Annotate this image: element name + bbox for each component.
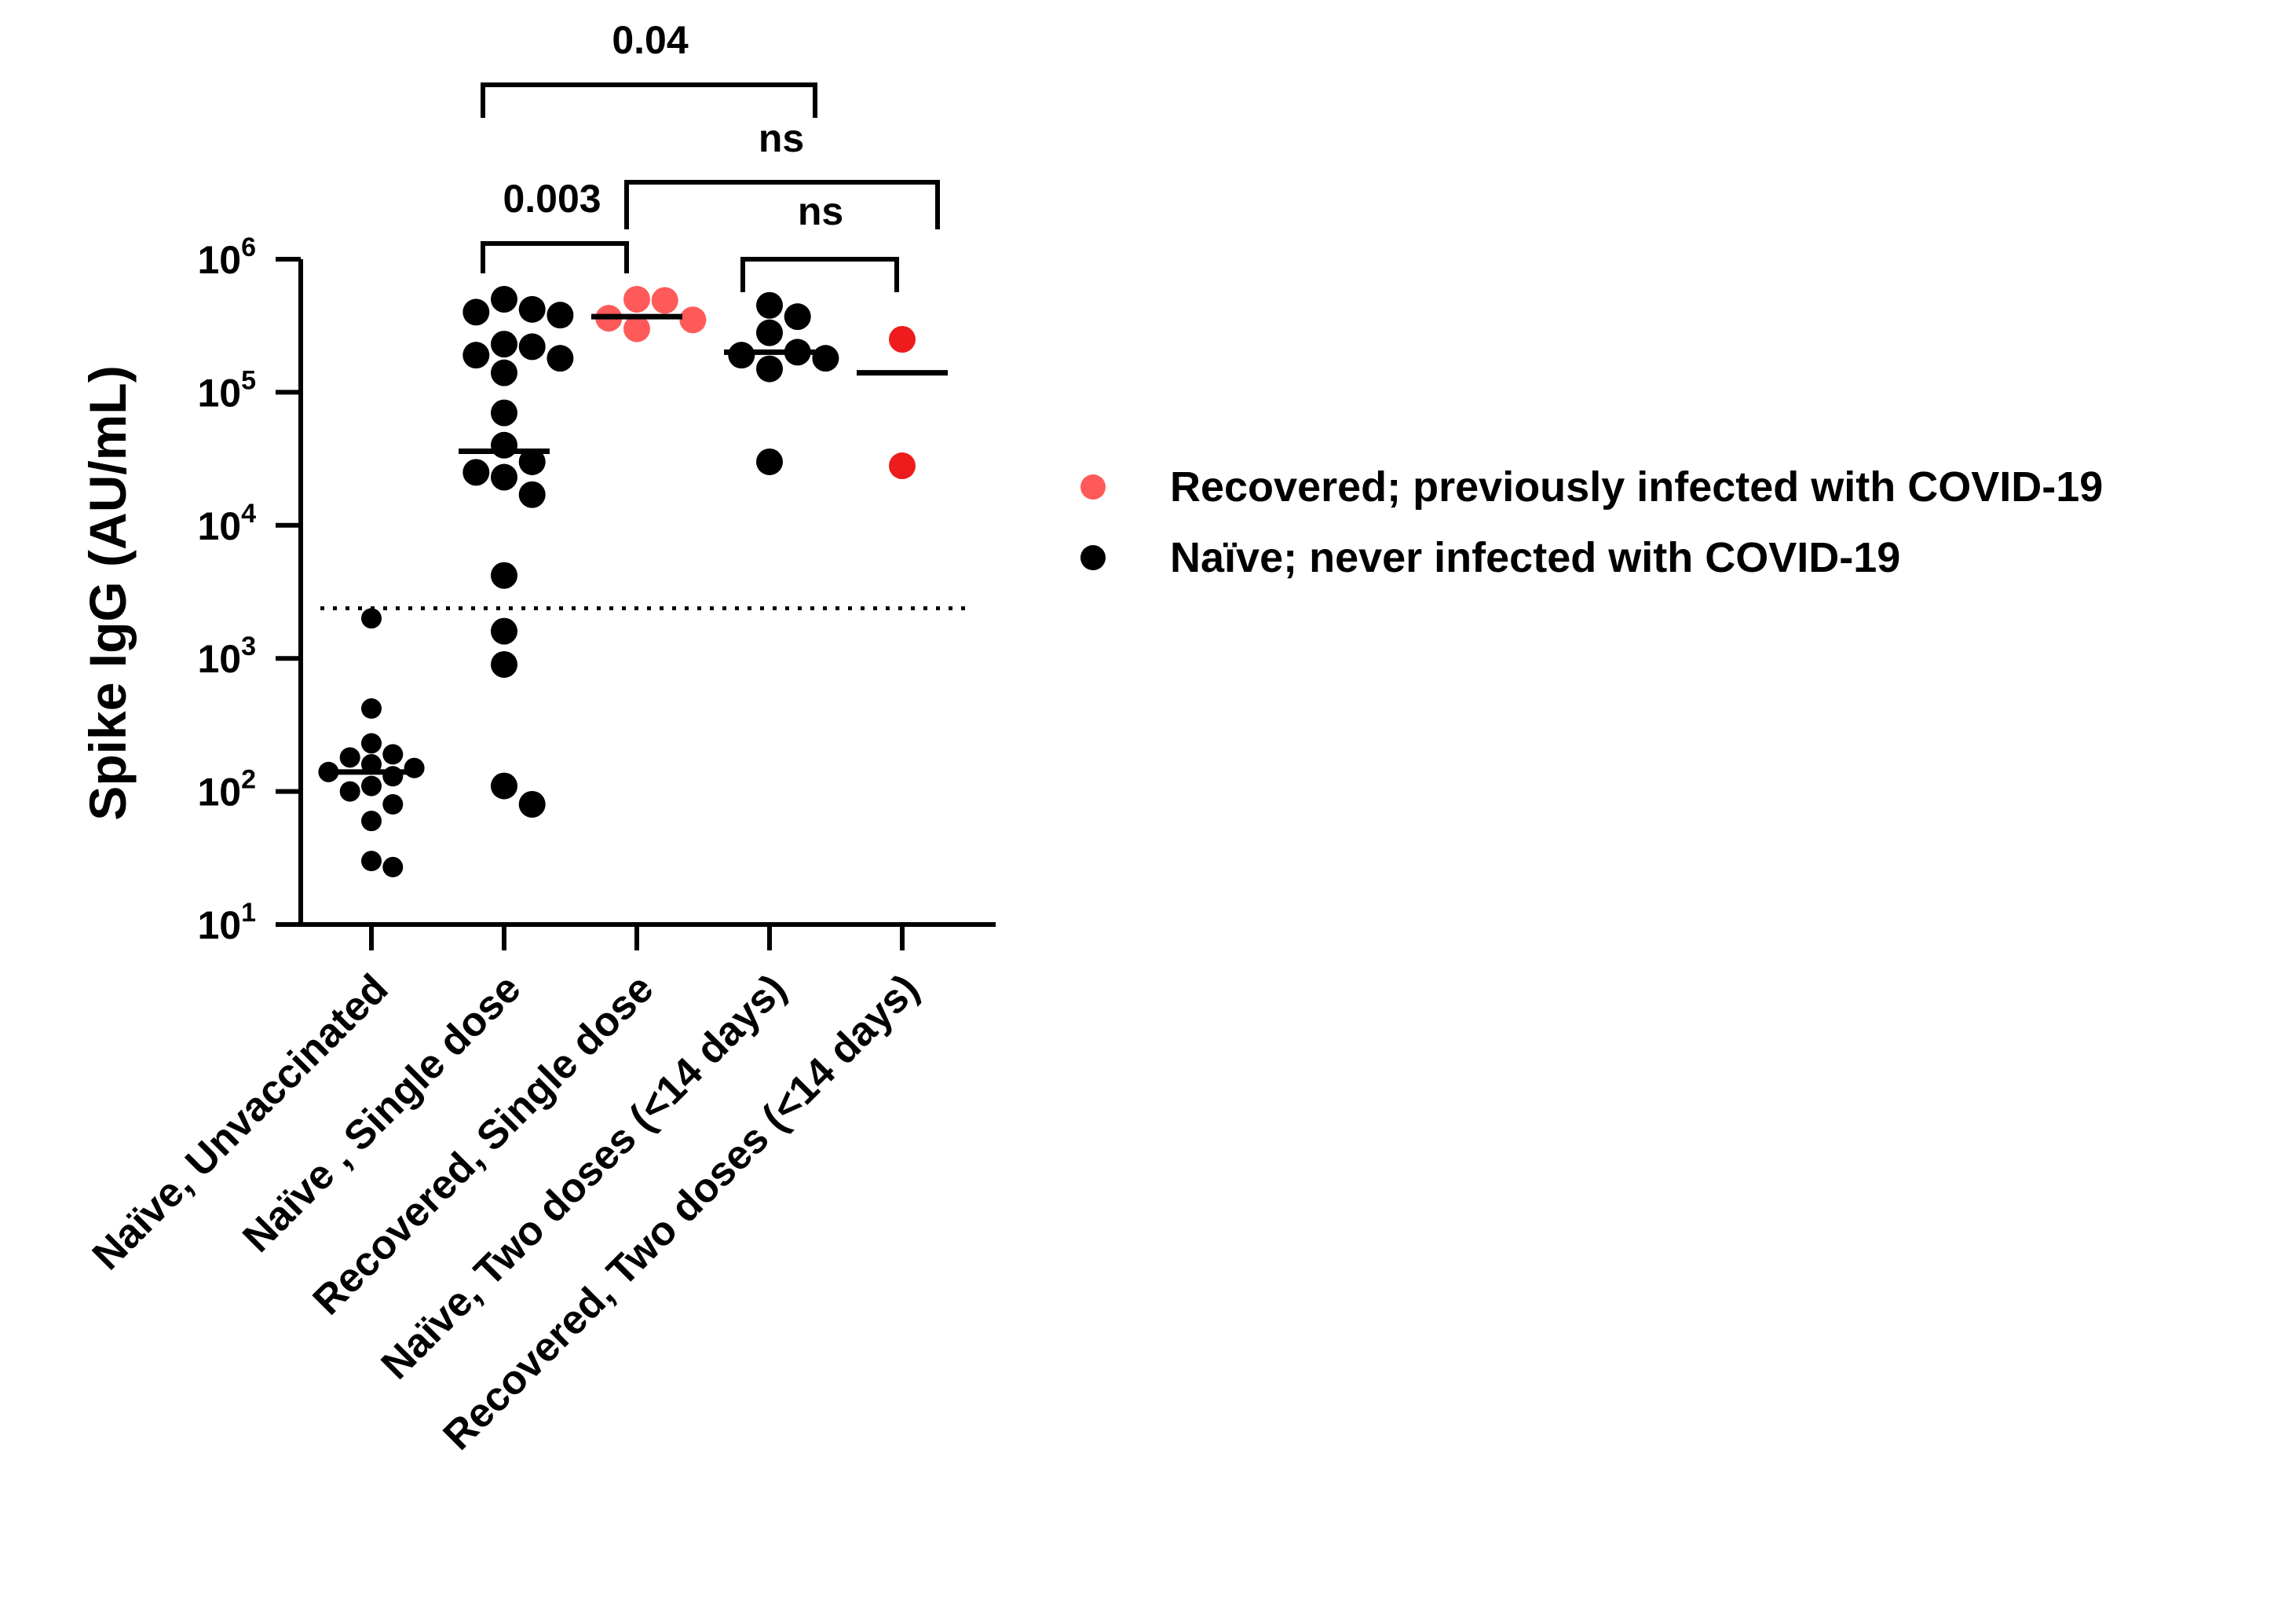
data-point	[382, 794, 404, 815]
data-point	[491, 285, 517, 313]
data-point	[518, 333, 546, 361]
x-tick-label: Recovered, Two doses (<14 days)	[435, 965, 928, 1459]
data-point	[756, 319, 783, 346]
data-point	[491, 331, 517, 358]
data-point	[812, 345, 839, 372]
data-point	[491, 562, 517, 589]
data-point	[547, 302, 574, 329]
legend-label: Recovered; previously infected with COVI…	[1170, 463, 2103, 511]
data-point	[756, 291, 783, 319]
data-point	[491, 399, 517, 427]
data-point	[491, 650, 517, 678]
y-tick-label: 106	[197, 232, 256, 282]
data-point	[679, 306, 707, 334]
data-point	[756, 448, 783, 475]
x-axis-ticks	[369, 924, 905, 950]
data-point	[361, 698, 382, 719]
data-point	[547, 345, 574, 372]
data-point	[361, 775, 382, 796]
data-point	[784, 303, 811, 331]
legend-label: Naïve; never infected with COVID-19	[1170, 534, 1900, 581]
y-tick-label: 102	[197, 765, 256, 815]
significance-brackets: 0.04 0.003 ns ns	[481, 18, 940, 292]
data-point	[382, 744, 404, 765]
data-point	[491, 431, 517, 459]
significance-label: ns	[798, 189, 843, 233]
data-point	[518, 295, 546, 323]
significance-label: 0.04	[612, 18, 689, 62]
y-tick-label: 104	[197, 499, 256, 548]
data-point	[404, 757, 425, 778]
data-point	[339, 781, 360, 802]
data-point	[651, 287, 678, 314]
data-point	[382, 766, 404, 787]
data-point	[728, 342, 755, 369]
significance-label: ns	[759, 116, 804, 160]
data-point	[462, 342, 490, 369]
legend-marker	[1080, 545, 1106, 570]
data-point	[462, 298, 490, 326]
significance-label: 0.003	[503, 177, 601, 221]
data-point	[518, 791, 546, 818]
data-point	[382, 856, 404, 877]
data-point	[756, 355, 783, 383]
y-axis-label: Spike IgG (AU/mL)	[79, 365, 137, 820]
data-point	[339, 747, 360, 768]
data-point	[361, 851, 382, 872]
legend: Recovered; previously infected with COVI…	[1080, 463, 2103, 581]
significance-bracket	[624, 180, 940, 229]
y-tick-label: 103	[197, 632, 256, 681]
data-point	[361, 811, 382, 832]
data-point	[491, 772, 517, 800]
data-point	[889, 325, 916, 353]
data-point	[889, 452, 916, 480]
significance-bracket	[481, 241, 629, 273]
data-point	[361, 733, 382, 754]
data-point	[462, 459, 490, 486]
data-point	[361, 608, 382, 629]
plot-area: 101 102 103 104 105 106 0.04 0.003 ns ns	[197, 18, 996, 950]
significance-bracket	[740, 257, 899, 292]
data-point	[623, 315, 650, 342]
data-point	[491, 617, 517, 645]
legend-marker	[1080, 474, 1106, 500]
significance-bracket	[481, 82, 817, 118]
median-lines	[326, 313, 948, 775]
data-point	[623, 285, 650, 313]
y-tick-label: 105	[197, 365, 256, 415]
data-point	[518, 448, 546, 475]
data-points	[318, 285, 916, 877]
data-point	[491, 463, 517, 491]
data-point	[518, 481, 546, 508]
y-axis-ticks: 101 102 103 104 105 106	[197, 232, 301, 947]
y-tick-label: 101	[197, 898, 256, 947]
data-point	[491, 359, 517, 386]
